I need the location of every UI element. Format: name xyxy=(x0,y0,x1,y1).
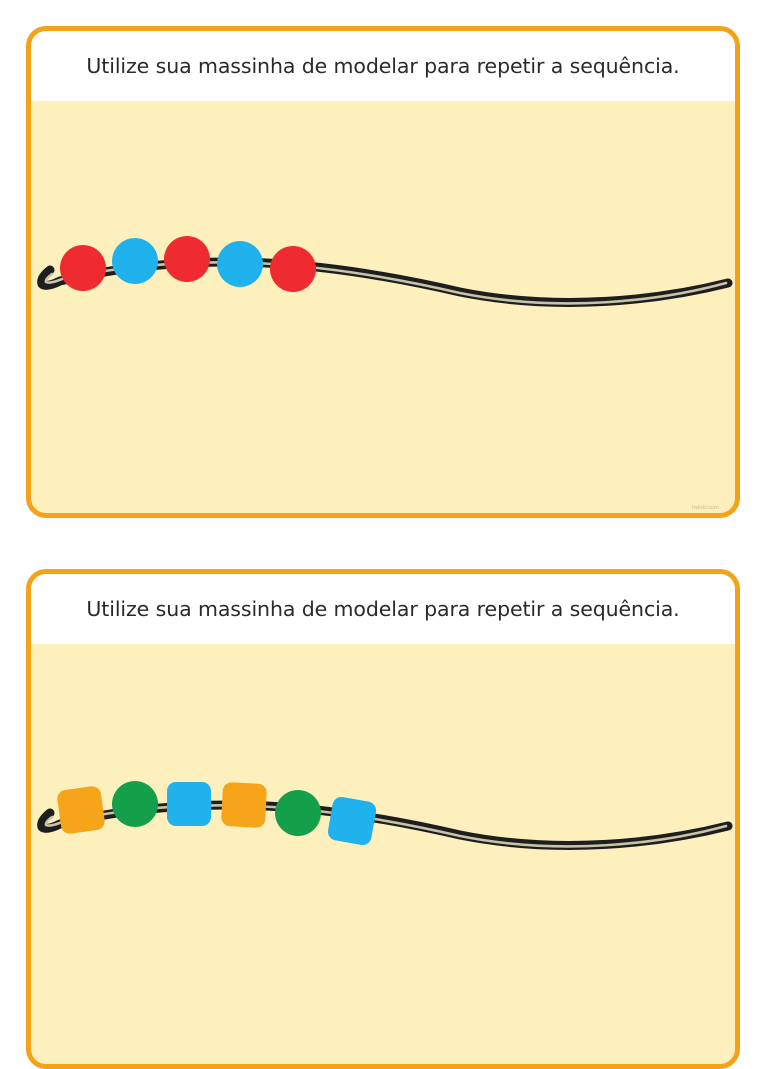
watermark: twinkl.com xyxy=(691,505,719,511)
red-circle-bead xyxy=(164,236,210,282)
blue-circle-bead xyxy=(217,241,263,287)
green-circle-bead xyxy=(112,781,158,827)
card-header: Utilize sua massinha de modelar para rep… xyxy=(31,31,735,101)
bead-string-illustration xyxy=(37,781,733,850)
orange-square-bead xyxy=(57,786,105,834)
red-circle-bead xyxy=(60,245,106,291)
red-circle-bead xyxy=(270,246,316,292)
sequence-card-2: Utilize sua massinha de modelar para rep… xyxy=(26,569,740,1069)
orange-square-bead xyxy=(221,782,267,828)
card-header: Utilize sua massinha de modelar para rep… xyxy=(31,574,735,644)
card-title: Utilize sua massinha de modelar para rep… xyxy=(86,54,680,78)
bead-string-illustration xyxy=(37,236,733,307)
sequence-card-1: Utilize sua massinha de modelar para rep… xyxy=(26,26,740,518)
blue-square-bead xyxy=(327,796,377,846)
green-circle-bead xyxy=(275,790,321,836)
card-title: Utilize sua massinha de modelar para rep… xyxy=(86,597,680,621)
bead-sequence xyxy=(60,236,316,292)
blue-square-bead xyxy=(167,782,211,826)
bead-sequence xyxy=(57,781,377,846)
blue-circle-bead xyxy=(112,238,158,284)
